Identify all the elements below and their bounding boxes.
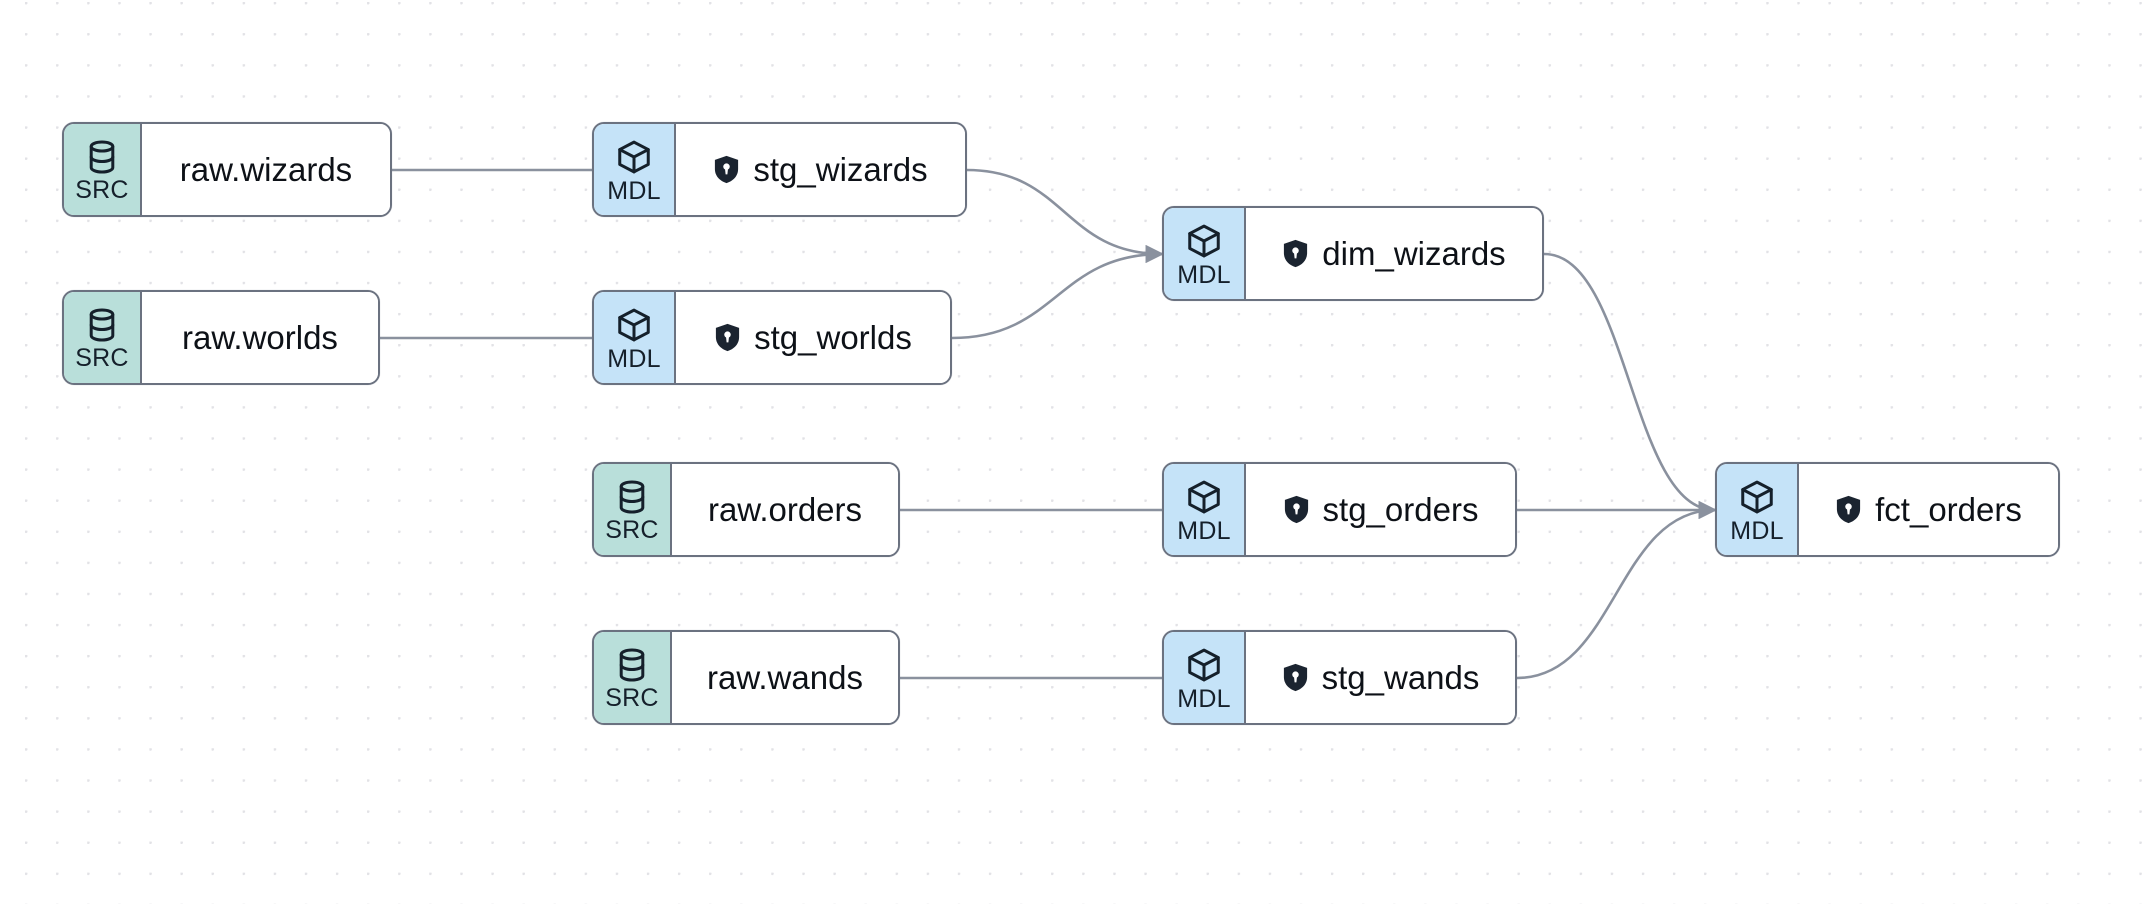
node-type-badge-mdl: MDL	[1164, 464, 1246, 555]
node-type-badge-mdl: MDL	[1164, 208, 1246, 299]
node-type-label: SRC	[75, 343, 129, 372]
node-dim_wizards[interactable]: MDL dim_wizards	[1162, 206, 1544, 301]
lock-shield-icon	[1282, 663, 1309, 692]
node-type-badge-src: SRC	[64, 292, 142, 383]
cube-icon	[615, 306, 653, 344]
lock-shield-icon	[1283, 495, 1310, 524]
node-type-label: MDL	[1177, 516, 1231, 545]
database-icon	[84, 307, 120, 343]
node-type-label: MDL	[1730, 516, 1784, 545]
lock-shield-icon	[713, 155, 740, 184]
cube-icon	[1185, 646, 1223, 684]
node-raw_orders[interactable]: SRC raw.orders	[592, 462, 900, 557]
cube-icon	[1185, 478, 1223, 516]
node-body: stg_orders	[1246, 464, 1515, 555]
node-body: raw.worlds	[142, 292, 378, 383]
cube-icon	[615, 138, 653, 176]
edge-stg_wizards-to-dim_wizards[interactable]	[965, 168, 1164, 264]
node-type-badge-mdl: MDL	[594, 292, 676, 383]
node-type-label: MDL	[1177, 260, 1231, 289]
node-type-badge-src: SRC	[64, 124, 142, 215]
node-type-label: MDL	[607, 176, 661, 205]
edge-stg_worlds-to-dim_wizards[interactable]	[950, 244, 1164, 340]
node-label: dim_wizards	[1322, 235, 1506, 272]
node-stg_wands[interactable]: MDL stg_wands	[1162, 630, 1517, 725]
node-stg_wizards[interactable]: MDL stg_wizards	[592, 122, 967, 217]
node-label: stg_wands	[1321, 659, 1480, 696]
lock-shield-icon	[714, 323, 741, 352]
node-label: stg_wizards	[753, 151, 928, 188]
node-body: stg_wizards	[676, 124, 965, 215]
node-fct_orders[interactable]: MDL fct_orders	[1715, 462, 2060, 557]
lock-shield-icon	[1835, 495, 1862, 524]
database-icon	[614, 479, 650, 515]
node-body: raw.wizards	[142, 124, 390, 215]
node-type-badge-mdl: MDL	[1164, 632, 1246, 723]
node-type-badge-src: SRC	[594, 464, 672, 555]
database-icon	[84, 139, 120, 175]
node-body: raw.orders	[672, 464, 898, 555]
node-body: fct_orders	[1799, 464, 2058, 555]
node-label: stg_worlds	[754, 319, 912, 356]
node-type-badge-src: SRC	[594, 632, 672, 723]
node-type-badge-mdl: MDL	[594, 124, 676, 215]
cube-icon	[1738, 478, 1776, 516]
edge-dim_wizards-to-fct_orders[interactable]	[1542, 252, 1717, 520]
node-label: raw.worlds	[182, 319, 338, 356]
node-body: stg_wands	[1246, 632, 1515, 723]
cube-icon	[1185, 222, 1223, 260]
node-label: stg_orders	[1322, 491, 1479, 528]
node-body: stg_worlds	[676, 292, 950, 383]
node-stg_worlds[interactable]: MDL stg_worlds	[592, 290, 952, 385]
node-raw_wands[interactable]: SRC raw.wands	[592, 630, 900, 725]
node-type-label: SRC	[75, 175, 129, 204]
edge-stg_wands-to-fct_orders[interactable]	[1515, 500, 1717, 680]
node-label: fct_orders	[1875, 491, 2022, 528]
node-type-label: SRC	[605, 515, 659, 544]
node-label: raw.wands	[707, 659, 863, 696]
node-label: raw.wizards	[179, 151, 353, 188]
node-raw_worlds[interactable]: SRC raw.worlds	[62, 290, 380, 385]
node-stg_orders[interactable]: MDL stg_orders	[1162, 462, 1517, 557]
node-raw_wizards[interactable]: SRC raw.wizards	[62, 122, 392, 217]
node-type-label: MDL	[1177, 684, 1231, 713]
node-type-badge-mdl: MDL	[1717, 464, 1799, 555]
database-icon	[614, 647, 650, 683]
node-type-label: MDL	[607, 344, 661, 373]
lock-shield-icon	[1282, 239, 1309, 268]
node-body: raw.wands	[672, 632, 898, 723]
node-type-label: SRC	[605, 683, 659, 712]
node-body: dim_wizards	[1246, 208, 1542, 299]
node-label: raw.orders	[707, 491, 863, 528]
